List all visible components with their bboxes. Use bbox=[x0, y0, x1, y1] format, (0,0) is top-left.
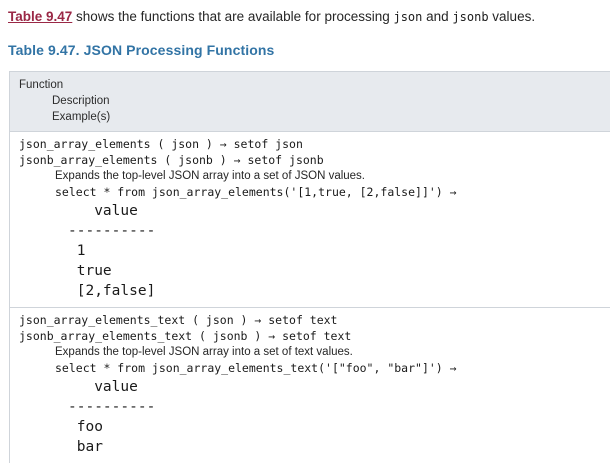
example-result-value: foo bbox=[68, 419, 103, 435]
function-example: select * from json_array_elements('[1,tr… bbox=[55, 185, 457, 199]
example-result-value: 1 bbox=[68, 243, 86, 259]
table-caption: Table 9.47. JSON Processing Functions bbox=[8, 42, 275, 58]
intro-paragraph: Table 9.47 shows the functions that are … bbox=[0, 0, 610, 26]
function-description: Expands the top-level JSON array into a … bbox=[55, 346, 353, 358]
example-result-value: [2,false] bbox=[68, 283, 156, 299]
example-result-value: true bbox=[68, 263, 112, 279]
table-row: json_array_elements ( json ) → setof jso… bbox=[10, 132, 610, 307]
function-signature: jsonb_array_elements ( jsonb ) → setof j… bbox=[19, 153, 324, 167]
table-header: Function Description Example(s) bbox=[10, 71, 610, 132]
function-signature: jsonb_array_elements_text ( jsonb ) → se… bbox=[19, 329, 352, 343]
intro-code-jsonb: jsonb bbox=[452, 10, 489, 24]
intro-code-json: json bbox=[393, 10, 423, 24]
intro-text-middle: and bbox=[422, 9, 453, 24]
function-description: Expands the top-level JSON array into a … bbox=[55, 170, 366, 182]
intro-text-after: values. bbox=[488, 9, 536, 24]
function-signature: json_array_elements_text ( json ) → seto… bbox=[19, 313, 338, 327]
function-example: select * from json_array_elements_text('… bbox=[55, 361, 457, 375]
intro-text-before: shows the functions that are available f… bbox=[72, 9, 394, 24]
example-result-header: value bbox=[68, 379, 138, 395]
table-row: json_array_elements_text ( json ) → seto… bbox=[10, 307, 610, 463]
json-processing-functions-table: Function Description Example(s) json_arr… bbox=[9, 71, 610, 463]
column-header-function: Function bbox=[19, 79, 64, 91]
example-result-divider: ---------- bbox=[68, 399, 156, 415]
table-xref-link[interactable]: Table 9.47 bbox=[8, 9, 73, 24]
example-result-header: value bbox=[68, 203, 138, 219]
example-result-value: bar bbox=[68, 439, 103, 455]
column-header-examples: Example(s) bbox=[52, 111, 111, 123]
function-signature: json_array_elements ( json ) → setof jso… bbox=[19, 137, 303, 151]
column-header-description: Description bbox=[52, 95, 110, 107]
example-result-divider: ---------- bbox=[68, 223, 156, 239]
